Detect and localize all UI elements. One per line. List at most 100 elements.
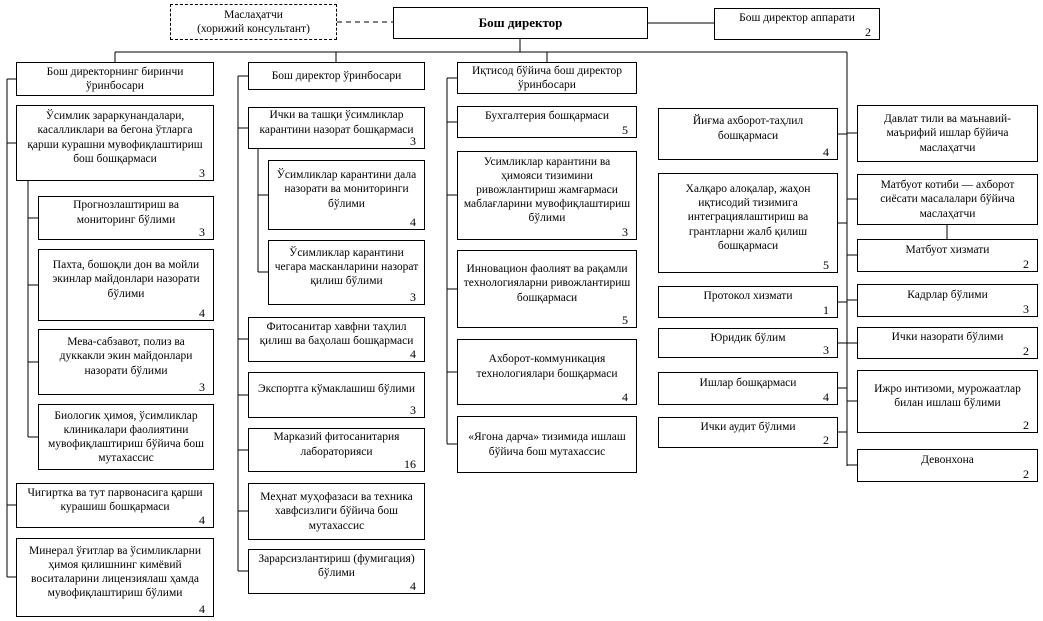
- staff-count: 4: [410, 214, 416, 229]
- box-label: Матбуот котиби — ахборот сиёсати масалал…: [880, 179, 1015, 220]
- box-label: (хорижий консультант): [197, 23, 310, 35]
- box-accounting-dept: Бухгалтерия бошқармаси 5: [457, 106, 637, 138]
- box-label: Пахта, бошоқли дон ва мойли экинлар майд…: [52, 259, 200, 300]
- box-internal-external-quarantine-dept: Ички ва ташқи ўсимликлар карантини назор…: [248, 107, 425, 149]
- box-affairs-dept: Ишлар бошқармаси 4: [658, 372, 838, 405]
- box-protocol-service: Протокол хизмати 1: [658, 286, 838, 318]
- box-general-director: Бош директор: [393, 7, 648, 39]
- box-internal-audit-div: Ички аудит бўлими 2: [658, 417, 838, 448]
- box-label: Халқаро алоқалар, жаҳон иқтисодий тизими…: [685, 183, 811, 252]
- box-forecasting-monitoring-div: Прогнозлаштириш ва мониторинг бўлими 3: [38, 196, 214, 240]
- box-director-apparatus: Бош директор аппарати 2: [714, 8, 880, 40]
- box-label: Бухгалтерия бошқармаси: [485, 110, 609, 123]
- box-label: Биологик ҳимоя, ўсимликлар клиникалари ф…: [48, 409, 204, 465]
- box-label: Ички аудит бўлими: [700, 421, 796, 433]
- box-locust-mulberry-moth-dept: Чигиртка ва тут парвонасига қарши кураши…: [16, 483, 214, 528]
- staff-count: 3: [410, 133, 416, 148]
- box-label: Ички назорати бўлими: [891, 331, 1004, 344]
- box-label: Ахборот-коммуникация технологиялари бошқ…: [476, 353, 618, 380]
- box-press-service: Матбуот хизмати 2: [857, 239, 1038, 272]
- box-labor-safety-chief-specialist: Меҳнат муҳофазаси ва техника хавфсизлиги…: [248, 483, 425, 540]
- staff-count: 3: [823, 342, 829, 357]
- staff-count: 3: [410, 402, 416, 417]
- box-consolidated-info-analysis-dept: Йиғма ахборот-таҳлил бошқармаси 4: [658, 108, 838, 160]
- box-label: Бош директорнинг биринчи ўринбосари: [46, 65, 184, 92]
- box-label: Протокол хизмати: [703, 290, 793, 303]
- staff-count: 2: [865, 24, 871, 39]
- box-label: Матбуот хизмати: [905, 243, 990, 256]
- box-ict-dept: Ахборот-коммуникация технологиялари бошқ…: [457, 339, 637, 405]
- box-label: Минерал ўғитлар ва ўсимликларни ҳимоя қи…: [29, 544, 201, 600]
- box-cotton-grain-oilseed-control-div: Пахта, бошоқли дон ва мойли экинлар майд…: [38, 249, 214, 321]
- box-phytosanitary-risk-analysis-dept: Фитосанитар хавфни таҳлил қилиш ва баҳол…: [248, 317, 425, 362]
- staff-count: 3: [1023, 301, 1029, 316]
- box-label: Бош директор ўринбосари: [271, 69, 402, 82]
- box-legal-div: Юридик бўлим 3: [658, 328, 838, 358]
- box-label: Ишлар бошқармаси: [699, 376, 797, 389]
- staff-count: 5: [622, 122, 628, 137]
- box-label: Инновацион фаолият ва рақамли технология…: [463, 263, 631, 304]
- box-pest-disease-weed-control-dept: Ўсимлик зараркунандалари, касалликлари в…: [16, 105, 214, 181]
- box-chancellery: Девонхона 2: [857, 449, 1038, 482]
- staff-count: 1: [823, 302, 829, 317]
- box-quarantine-fund-coordination-div: Усимликлар карантини ва ҳимояси тизимини…: [457, 151, 637, 240]
- staff-count: 4: [622, 389, 628, 404]
- box-state-language-spiritual-advisor: Давлат тили ва маънавий-маърифий ишлар б…: [857, 105, 1038, 162]
- box-label: Экспортга кўмаклашиш бўлими: [258, 383, 415, 396]
- box-label: Фитосанитар хавфни таҳлил қилиш ва баҳол…: [259, 320, 414, 347]
- staff-count: 4: [199, 305, 205, 320]
- box-quarantine-field-control-div: Ўсимликлар карантини дала назорати ва мо…: [268, 160, 425, 230]
- staff-count: 4: [823, 389, 829, 404]
- staff-count: 3: [410, 289, 416, 304]
- box-label: Ички ва ташқи ўсимликлар карантини назор…: [259, 109, 414, 136]
- staff-count: 16: [404, 456, 416, 471]
- box-quarantine-border-posts-div: Ўсимликлар карантини чегара масканларини…: [268, 240, 425, 305]
- box-fumigation-div: Зарарсизлантириш (фумигация) бўлими 4: [248, 549, 425, 594]
- box-innovation-digital-tech-dept: Инновацион фаолият ва рақамли технология…: [457, 250, 637, 328]
- staff-count: 2: [1023, 256, 1029, 271]
- box-label: Ўсимлик зараркунандалари, касалликлари в…: [27, 110, 203, 165]
- box-label: Ўсимликлар карантини чегара масканларини…: [274, 246, 419, 287]
- staff-count: 2: [1023, 343, 1029, 358]
- box-fruit-vegetable-melon-control-div: Мева-сабзавот, полиз ва дуккакли экин ма…: [38, 329, 214, 395]
- staff-count: 3: [199, 165, 205, 180]
- box-hr-div: Кадрлар бўлими 3: [857, 284, 1038, 317]
- box-central-phytosanitary-laboratory: Марказий фитосанитария лабораторияси 16: [248, 428, 425, 472]
- staff-count: 4: [410, 346, 416, 361]
- box-label: Зарарсизлантириш (фумигация) бўлими: [258, 552, 415, 579]
- box-executive-discipline-appeals-div: Ижро интизоми, мурожаатлар билан ишлаш б…: [857, 370, 1038, 433]
- staff-count: 2: [1023, 417, 1029, 432]
- staff-count: 4: [199, 512, 205, 527]
- staff-count: 2: [823, 432, 829, 447]
- box-deputy-director: Бош директор ўринбосари: [248, 62, 425, 90]
- box-press-secretary-advisor: Матбуот котиби — ахборот сиёсати масалал…: [857, 174, 1038, 225]
- box-export-assistance-div: Экспортга кўмаклашиш бўлими 3: [248, 372, 425, 418]
- box-label: Давлат тили ва маънавий-маърифий ишлар б…: [884, 113, 1011, 154]
- staff-count: 3: [199, 379, 205, 394]
- staff-count: 4: [410, 578, 416, 593]
- box-single-window-chief-specialist: «Ягона дарча» тизимида ишлаш бўйича бош …: [457, 416, 637, 473]
- box-international-relations-grants-dept: Халқаро алоқалар, жаҳон иқтисодий тизими…: [658, 173, 838, 273]
- box-label: Мева-сабзавот, полиз ва дуккакли экин ма…: [59, 336, 193, 377]
- staff-count: 2: [1023, 466, 1029, 481]
- staff-count: 5: [823, 257, 829, 272]
- staff-count: 3: [622, 224, 628, 239]
- box-label: Йиғма ахборот-таҳлил бошқармаси: [692, 115, 804, 142]
- box-label: Юридик бўлим: [710, 331, 786, 344]
- box-label: Кадрлар бўлими: [907, 288, 988, 301]
- box-label: Бош директор: [478, 15, 563, 31]
- box-economy-deputy-director: Иқтисод бўйича бош директор ўринбосари: [457, 62, 637, 94]
- box-label: Марказий фитосанитария лабораторияси: [273, 431, 400, 458]
- box-label: «Ягона дарча» тизимида ишлаш бўйича бош …: [468, 431, 626, 458]
- staff-count: 4: [823, 144, 829, 159]
- box-label: Бош директор аппарати: [739, 12, 855, 25]
- box-label: Маслаҳатчи: [224, 8, 283, 21]
- box-first-deputy-director: Бош директорнинг биринчи ўринбосари: [16, 62, 214, 96]
- box-biological-protection-chief-specialist: Биологик ҳимоя, ўсимликлар клиникалари ф…: [38, 404, 214, 470]
- box-label: Усимликлар карантини ва ҳимояси тизимини…: [463, 155, 631, 225]
- box-label: Ижро интизоми, мурожаатлар билан ишлаш б…: [874, 382, 1021, 409]
- box-foreign-consultant: Маслаҳатчи (хорижий консультант): [170, 4, 337, 40]
- box-label: Девонхона: [921, 453, 974, 466]
